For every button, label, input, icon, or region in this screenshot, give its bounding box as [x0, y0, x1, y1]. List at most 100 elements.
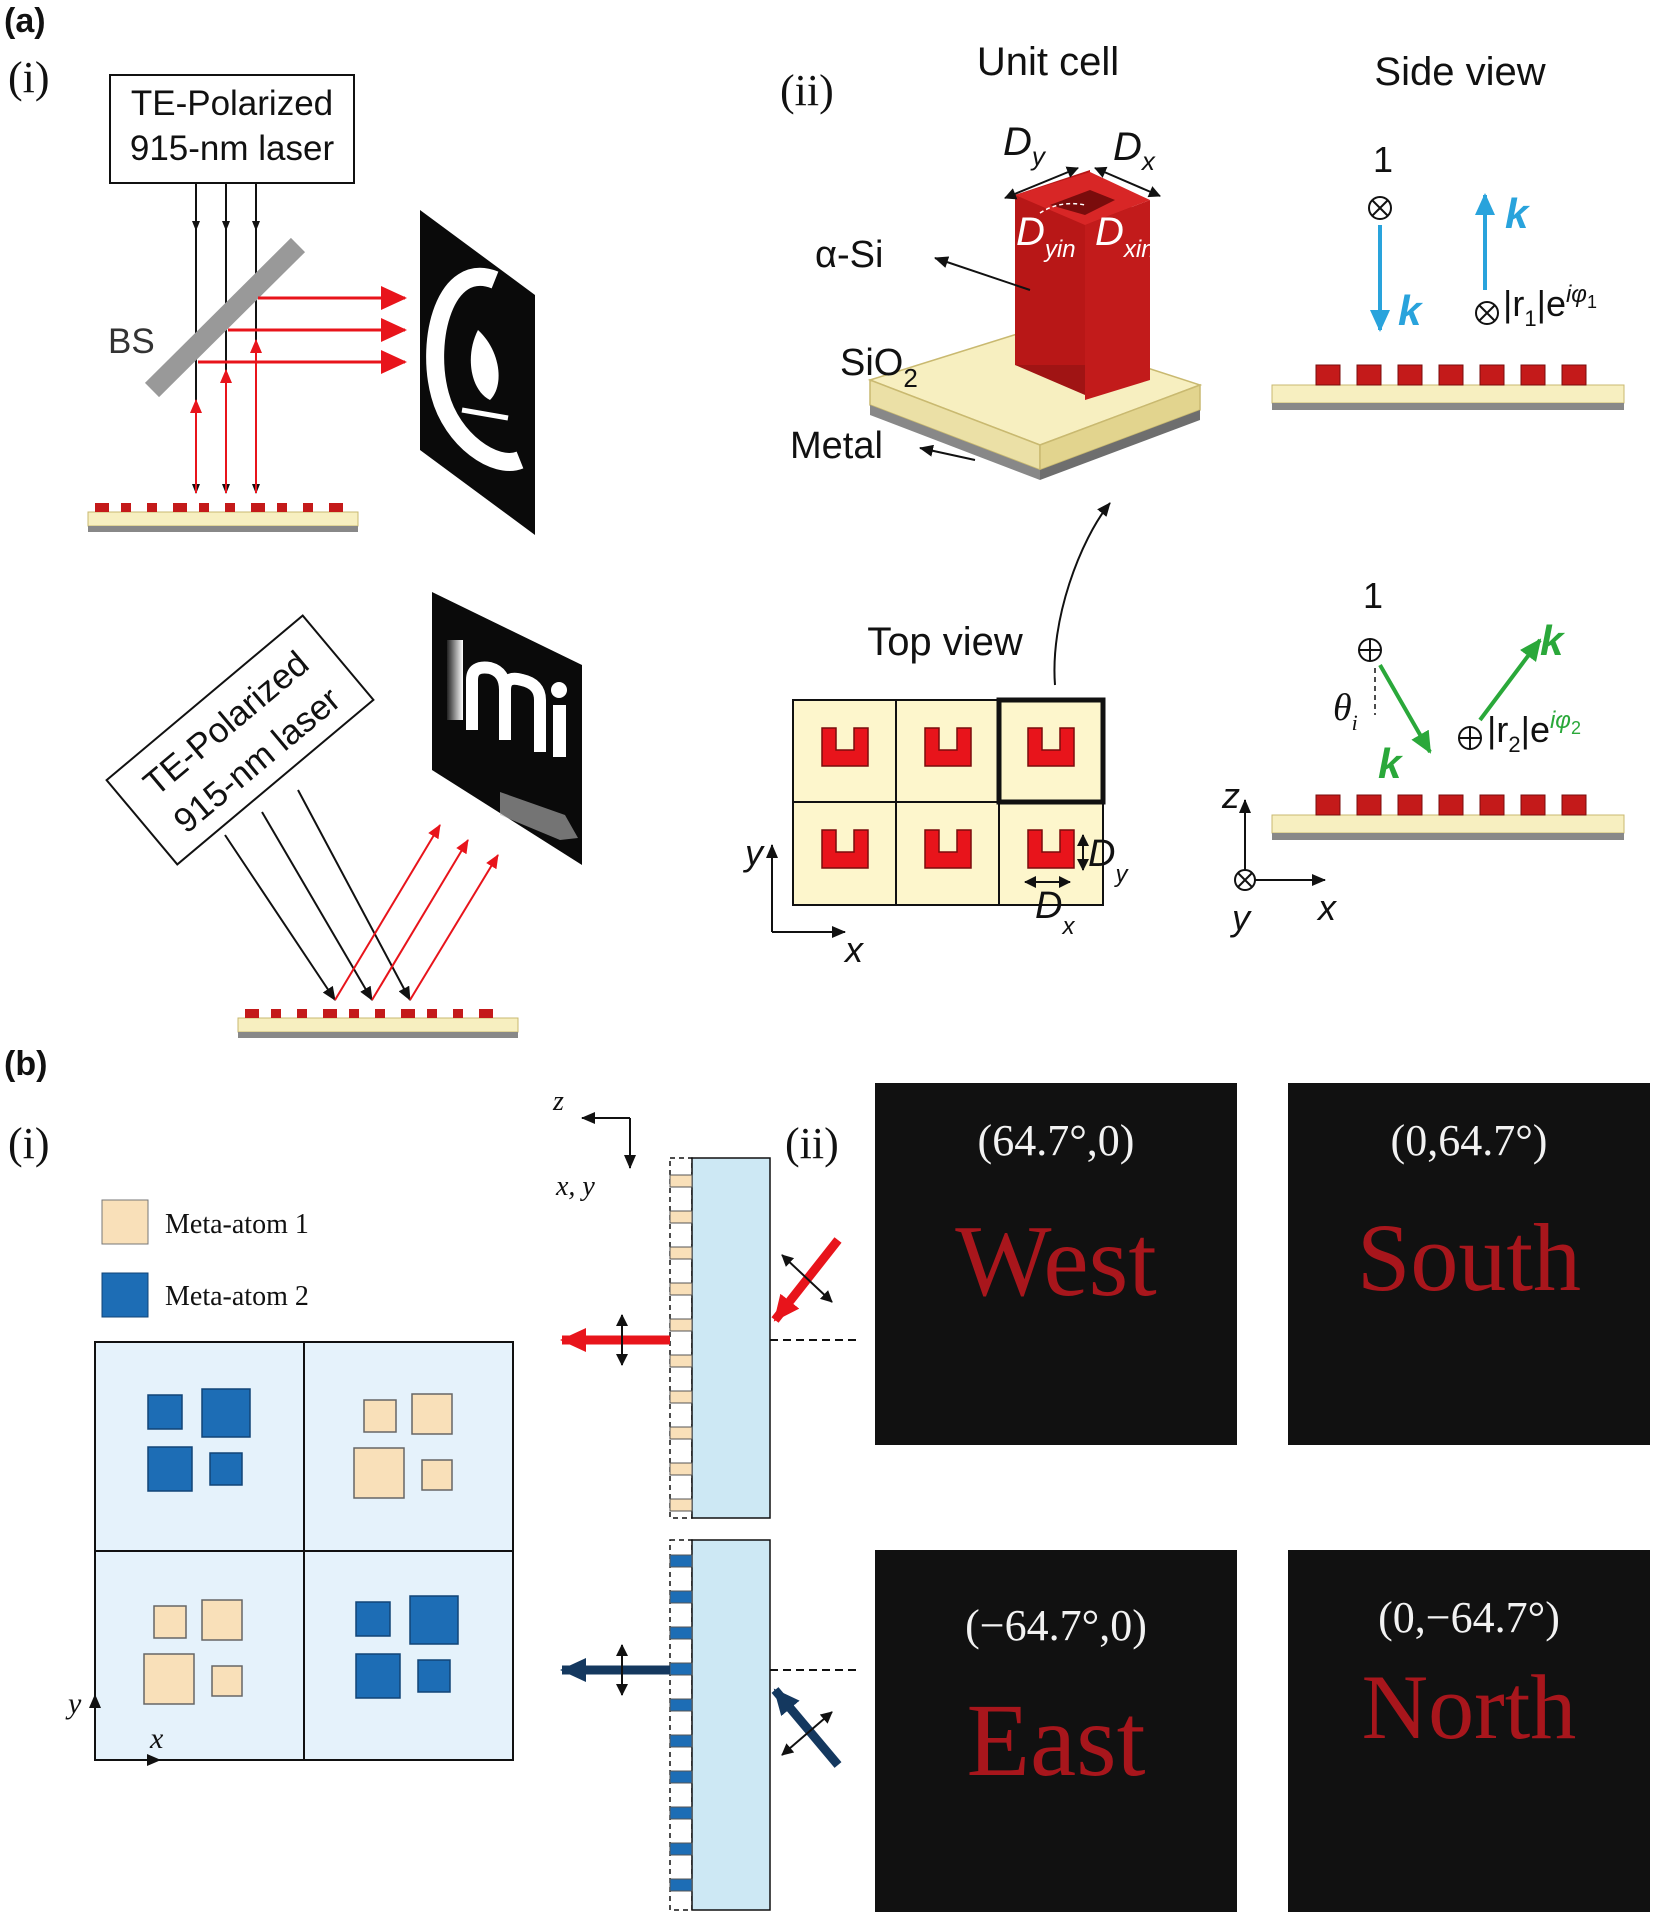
- meta-atom: [417, 1659, 451, 1693]
- meta-atom: [409, 1595, 459, 1645]
- beam-splitter: BS: [108, 237, 306, 398]
- meta-atom-side: [669, 1734, 693, 1748]
- label-metal: Metal: [790, 425, 883, 467]
- meta-atom-side: [669, 1210, 693, 1224]
- side-k-in: k: [1378, 740, 1404, 787]
- pillar: [271, 1009, 281, 1018]
- meta-atom-side: [669, 1174, 693, 1188]
- laser-top-line2: 915-nm laser: [130, 129, 335, 168]
- side-k-down: k: [1398, 287, 1424, 334]
- structure-axes: z x, y: [552, 1086, 636, 1202]
- meta-atom-side: [669, 1498, 693, 1512]
- meta-atom-side: [669, 1426, 693, 1440]
- pillar: [323, 1009, 337, 1018]
- metasurface-bottom: [237, 1017, 519, 1038]
- pillar: [199, 503, 209, 512]
- top-dim-dx: Dx: [1035, 885, 1075, 940]
- reflected-beams-up: [190, 339, 262, 493]
- top-view-u-shapes: [821, 727, 1075, 869]
- metasurface-top-pillars: [95, 503, 343, 512]
- u-shaped-atom: [1027, 727, 1075, 767]
- meta-atom-side: [669, 1390, 693, 1404]
- pillar: [147, 503, 157, 512]
- meta-atom-side: [669, 1554, 693, 1568]
- image-east-word: East: [966, 1683, 1145, 1798]
- pillar: [427, 1009, 437, 1018]
- meta-atom-side: [669, 1770, 693, 1784]
- panel-b-ii-label: (ii): [785, 1119, 839, 1168]
- dim-dxin: Dxin: [1095, 210, 1155, 263]
- side-axis-x: x: [1316, 887, 1338, 928]
- meta-atom: [147, 1446, 193, 1492]
- image-south: (0,64.7°) South: [1288, 1083, 1650, 1445]
- meta-atom-side: [669, 1626, 693, 1640]
- meta-atom: [201, 1388, 251, 1438]
- top-dim-dy: Dy: [1088, 833, 1129, 888]
- pillar: [121, 503, 131, 512]
- pillar: [303, 503, 313, 512]
- pillar: [1438, 794, 1464, 816]
- side-axis-y: y: [1229, 897, 1252, 938]
- image-west-angle: (64.7°,0): [978, 1116, 1135, 1165]
- side-amp-1: 1: [1373, 139, 1393, 180]
- u-shaped-atom: [1027, 829, 1075, 869]
- pillar: [245, 1009, 259, 1018]
- pillar: [95, 503, 109, 512]
- panel-a-ii-label: (ii): [780, 66, 834, 115]
- incident-beams-bottom: [224, 789, 411, 1001]
- unit-cell-dims: Dy Dx Dyin Dxin: [1003, 120, 1161, 263]
- meta-atom-side: [669, 1662, 693, 1676]
- pillar: [1356, 364, 1382, 386]
- meta-atom-side: [669, 1246, 693, 1260]
- image-south-word: South: [1357, 1204, 1581, 1311]
- structure-axis-xy: x, y: [555, 1171, 595, 1202]
- panel-b-label: (b): [4, 1045, 47, 1083]
- label-asi: α-Si: [815, 234, 883, 276]
- metasurface-top: [87, 511, 359, 532]
- image-south-angle: (0,64.7°): [1391, 1116, 1548, 1165]
- pillar: [329, 503, 343, 512]
- meta-atom-side: [669, 1878, 693, 1892]
- bs-label: BS: [108, 322, 155, 361]
- top-axis-x: x: [843, 929, 865, 970]
- label-sio2: SiO2: [840, 342, 918, 393]
- side-view-lower: 1 θi k k |r2|eiφ2 z x y: [1221, 575, 1625, 938]
- meta-atom: [353, 1447, 405, 1499]
- laser-top-line1: TE-Polarized: [131, 84, 333, 123]
- pillar: [297, 1009, 307, 1018]
- pillar: [1520, 794, 1546, 816]
- meta-atom: [411, 1393, 453, 1435]
- image-west: (64.7°,0) West: [875, 1083, 1237, 1445]
- dim-dx: Dx: [1113, 125, 1156, 176]
- pillar: [1561, 794, 1587, 816]
- unit-cell-title: Unit cell: [977, 40, 1119, 84]
- side-view-upper-pillars: [1315, 364, 1587, 386]
- grid-axes: y x: [65, 1687, 164, 1766]
- hologram-lmi-image: [432, 592, 582, 865]
- meta-atom: [147, 1394, 183, 1430]
- image-east: (−64.7°,0) East: [875, 1550, 1237, 1912]
- top-view-title: Top view: [867, 620, 1023, 664]
- side-refl-2: |r2|eiφ2: [1487, 707, 1581, 757]
- top-view-dims: Dy Dx y x: [742, 832, 1129, 970]
- pillar: [1356, 794, 1382, 816]
- side-view-upper: 1 k k |r1|eiφ1: [1271, 139, 1625, 410]
- legend-label-meta-atom-2: Meta-atom 2: [165, 1281, 309, 1312]
- lower-beams: [560, 1644, 860, 1768]
- pillar: [1397, 794, 1423, 816]
- meta-atoms: [143, 1388, 459, 1705]
- pillar: [375, 1009, 385, 1018]
- image-north: (0,−64.7°) North: [1288, 1550, 1650, 1912]
- side-theta: θi: [1333, 687, 1358, 735]
- pillar: [173, 503, 187, 512]
- pillar: [1561, 364, 1587, 386]
- pillar: [1397, 364, 1423, 386]
- structure-lower-atoms: [669, 1554, 693, 1892]
- upper-beams: [560, 1237, 860, 1366]
- structure-axis-z: z: [552, 1086, 564, 1117]
- legend: Meta-atom 1 Meta-atom 2: [101, 1199, 309, 1318]
- pillar: [349, 1009, 359, 1018]
- pillar: [1438, 364, 1464, 386]
- meta-atom: [201, 1599, 243, 1641]
- pillar: [277, 503, 287, 512]
